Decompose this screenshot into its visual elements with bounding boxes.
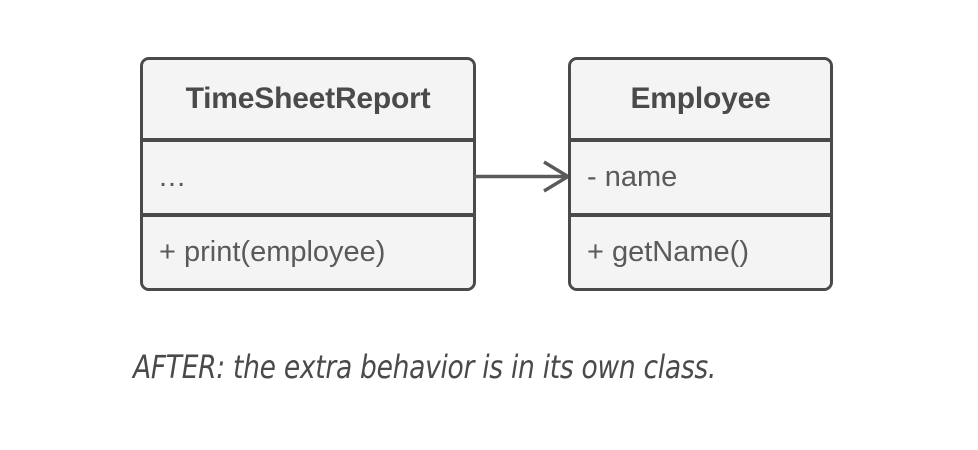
diagram-caption: AFTER: the extra behavior is in its own … xyxy=(133,348,717,386)
attribute-item: ... xyxy=(159,161,187,193)
class-methods-compartment: + print(employee) xyxy=(143,213,473,288)
association-arrow xyxy=(474,160,572,193)
association-arrow-head xyxy=(543,160,572,193)
class-name-timesheetreport: TimeSheetReport xyxy=(185,82,431,115)
class-attributes-compartment: - name xyxy=(571,138,830,213)
method-item: + print(employee) xyxy=(159,236,386,268)
uml-class-employee[interactable]: Employee - name + getName() xyxy=(568,57,833,291)
class-attributes-compartment: ... xyxy=(143,138,473,213)
class-methods-compartment: + getName() xyxy=(571,213,830,288)
class-title-compartment: TimeSheetReport xyxy=(143,60,473,138)
class-name-employee: Employee xyxy=(630,82,771,115)
class-title-compartment: Employee xyxy=(571,60,830,138)
uml-class-timesheetreport[interactable]: TimeSheetReport ... + print(employee) xyxy=(140,57,476,291)
attribute-item: - name xyxy=(587,161,678,193)
method-item: + getName() xyxy=(587,236,749,268)
